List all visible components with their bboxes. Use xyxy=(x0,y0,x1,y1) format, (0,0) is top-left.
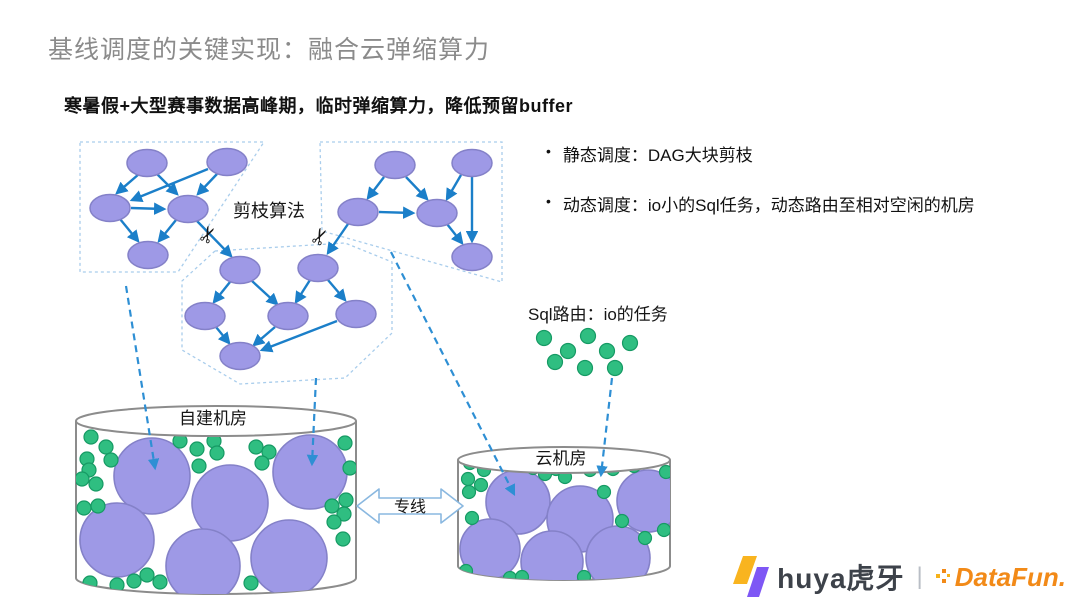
dag-node xyxy=(374,150,416,180)
task-circle xyxy=(272,434,348,510)
dag-cluster-left xyxy=(79,141,266,273)
datacenter-right: 云机房 xyxy=(457,446,671,581)
dag-nodes xyxy=(89,147,493,371)
datacenter-left-label: 自建机房 xyxy=(179,409,247,428)
dag-node xyxy=(219,255,261,285)
routing-dashed-arrows xyxy=(124,251,614,497)
task-circle xyxy=(165,528,241,594)
page-title: 基线调度的关键实现：融合云弹缩算力 xyxy=(48,36,491,64)
dag-node xyxy=(297,253,339,283)
huya-logo-icon xyxy=(733,556,770,597)
dag-cluster-bottom xyxy=(181,242,393,385)
sql-task-dots xyxy=(535,327,639,377)
dag-node xyxy=(167,194,209,224)
scissors-icon: ✂ xyxy=(305,223,335,250)
task-circle xyxy=(250,519,328,594)
pruning-label: 剪枝算法 xyxy=(233,201,305,221)
bullet-label: 静态调度：DAG大块剪枝 xyxy=(562,146,753,165)
logo-separator: | xyxy=(916,563,923,590)
dag-node xyxy=(219,341,261,371)
bullet-icon: • xyxy=(546,143,551,159)
bullet-item: • 动态调度：io小的Sql任务，动态路由至相对空闲的机房 xyxy=(546,191,975,216)
large-task-circles xyxy=(79,434,348,594)
datafun-dots-icon xyxy=(935,569,950,583)
datacenter-left: 自建机房 xyxy=(75,405,357,595)
dag-node xyxy=(126,148,168,178)
dedicated-line-arrow: 专线 xyxy=(356,488,464,524)
dag-node xyxy=(451,148,493,178)
slide-subtitle: 寒暑假+大型赛事数据高峰期，临时弹缩算力，降低预留buffer xyxy=(64,96,574,116)
dag-node xyxy=(127,240,169,270)
dag-node xyxy=(451,242,493,272)
task-circle xyxy=(520,530,584,580)
huya-logo-text: huya虎牙 xyxy=(777,563,905,594)
task-circle xyxy=(79,502,155,578)
dag-node xyxy=(335,299,377,329)
datacenter-right-label: 云机房 xyxy=(536,449,587,468)
small-task-dots xyxy=(76,429,356,593)
dag-node xyxy=(267,301,309,331)
dedicated-line-label: 专线 xyxy=(394,498,426,516)
sql-route-label: Sql路由：io的任务 xyxy=(528,305,668,324)
bullet-item: • 静态调度：DAG大块剪枝 xyxy=(546,141,975,166)
dag-node xyxy=(89,193,131,223)
datafun-logo-text: DataFun. xyxy=(954,561,1066,592)
bullet-label: 动态调度：io小的Sql任务，动态路由至相对空闲的机房 xyxy=(562,196,975,215)
datafun-logo: DataFun. xyxy=(935,562,1066,593)
dag-node xyxy=(416,198,458,228)
dag-node xyxy=(337,197,379,227)
footer-logos: huya虎牙 | DataFun. xyxy=(733,556,1066,598)
bullet-list: • 静态调度：DAG大块剪枝 • 动态调度：io小的Sql任务，动态路由至相对空… xyxy=(546,141,975,241)
dag-node xyxy=(184,301,226,331)
bullet-icon: • xyxy=(546,193,551,209)
dag-cluster-outlines xyxy=(79,141,503,385)
dag-edges xyxy=(115,167,479,353)
task-circle xyxy=(113,437,191,515)
dag-cluster-right xyxy=(319,141,503,283)
dag-node xyxy=(206,147,248,177)
